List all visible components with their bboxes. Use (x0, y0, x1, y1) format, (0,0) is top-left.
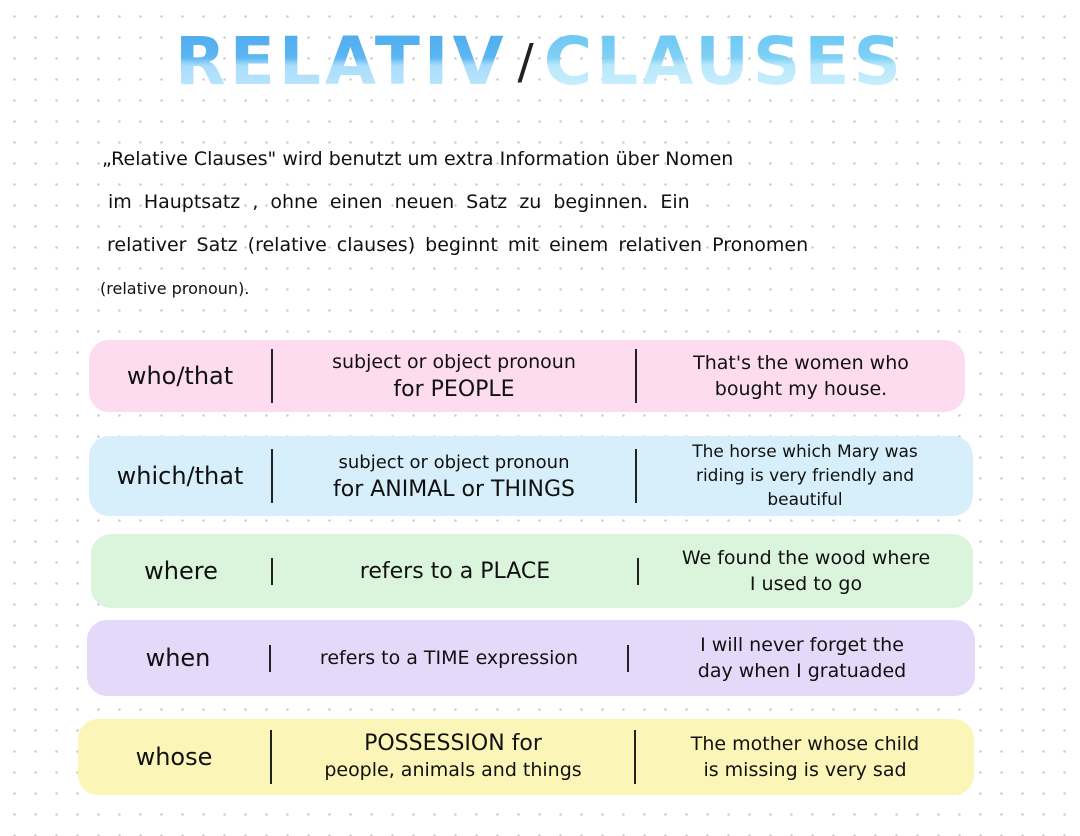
example-line: is missing is very sad (703, 759, 907, 781)
example-line: day when I gratuaded (697, 660, 907, 682)
pronoun-word: whose (135, 743, 213, 771)
pronoun-description: subject or object pronoun for PEOPLE (271, 349, 637, 403)
title-word-clauses: CLAUSES (543, 23, 906, 100)
example-line: I will never forget the (700, 634, 904, 656)
pronoun-description: refers to a TIME expression (269, 644, 629, 672)
description-line: refers to a TIME expression (319, 646, 579, 669)
pronoun-example: That's the women who bought my house. (637, 350, 965, 402)
pronoun-example: The mother whose child is missing is ver… (636, 731, 974, 783)
description-line: for ANIMAL or THINGS (333, 477, 575, 502)
example-line: beautiful (767, 490, 843, 510)
row-where: where refers to a PLACE We found the woo… (91, 534, 973, 608)
title-word-relativ: RELATIV (174, 23, 508, 100)
description-line: subject or object pronoun (332, 351, 576, 373)
pronoun-word: where (144, 557, 218, 585)
intro-paragraph: „Relative Clauses" wird benutzt um extra… (100, 138, 1000, 310)
page-title: RELATIV/CLAUSES (0, 22, 1080, 102)
row-whose: whose POSSESSION for people, animals and… (78, 719, 974, 795)
example-line: riding is very friendly and (695, 466, 915, 486)
title-slash: / (517, 34, 534, 90)
row-which-that: which/that subject or object pronoun for… (89, 436, 973, 516)
intro-line: (relative pronoun). (100, 279, 250, 298)
pronoun-word: which/that (116, 462, 244, 490)
description-line: people, animals and things (324, 759, 582, 781)
pronoun-example: We found the wood where I used to go (639, 545, 973, 597)
pronoun-description: subject or object pronoun for ANIMAL or … (271, 449, 637, 503)
row-when: when refers to a TIME expression I will … (87, 620, 975, 696)
description-line: for PEOPLE (393, 377, 515, 402)
example-line: bought my house. (714, 378, 888, 400)
description-line: POSSESSION for (364, 731, 542, 756)
pronoun-example: I will never forget the day when I gratu… (629, 632, 975, 684)
pronoun-word: who/that (126, 362, 234, 390)
intro-line: im Hauptsatz , ohne einen neuen Satz zu … (108, 191, 690, 213)
pronoun-description: POSSESSION for people, animals and thing… (270, 730, 636, 784)
intro-line: „Relative Clauses" wird benutzt um extra… (102, 148, 734, 170)
example-line: The horse which Mary was (692, 442, 918, 462)
intro-line: relativer Satz (relative clauses) beginn… (107, 234, 809, 256)
pronoun-description: refers to a PLACE (271, 557, 639, 585)
pronoun-example: The horse which Mary was riding is very … (637, 440, 973, 512)
description-line: subject or object pronoun (338, 452, 570, 473)
example-line: I used to go (749, 573, 863, 595)
description-line: refers to a PLACE (359, 558, 551, 584)
row-who-that: who/that subject or object pronoun for P… (89, 340, 965, 412)
pronoun-word: when (145, 644, 211, 672)
example-line: We found the wood where (681, 547, 931, 569)
example-line: The mother whose child (690, 733, 920, 755)
example-line: That's the women who (693, 352, 909, 374)
